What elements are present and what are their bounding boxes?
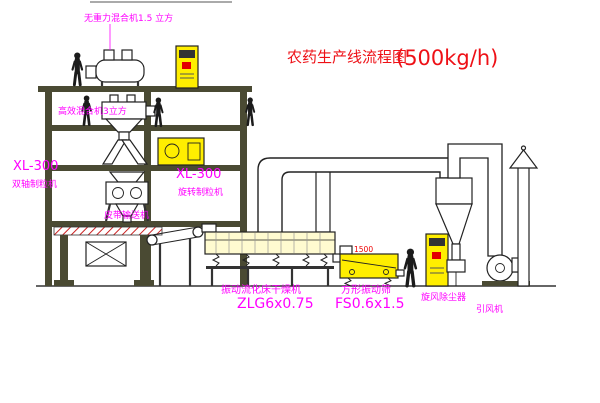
exhaust-duct: [257, 157, 455, 232]
y-chute: [101, 131, 149, 165]
label-granulator-mid-model: XL-300: [176, 167, 221, 182]
worker-figure: [405, 249, 416, 286]
control-cabinet-top: [175, 45, 199, 89]
worker-figure: [73, 53, 82, 85]
double-shaft-granulator: [104, 171, 150, 223]
gravity-free-mixer: [85, 49, 145, 86]
vibrating-screen: [339, 245, 405, 287]
label-granulator-left-model: XL-300: [13, 159, 58, 174]
rotary-granulator: [157, 137, 205, 166]
worker-figure: [246, 97, 254, 124]
control-cabinet-cyclone: [425, 233, 449, 287]
dryer-vent-riser: [315, 169, 331, 233]
fluid-bed-dryer: [201, 223, 342, 286]
label-screen-name: 方形振动筛: [341, 283, 391, 296]
label-granulator-left-name: 双轴制粒机: [12, 178, 57, 190]
label-top-mixer: 无重力混合机1.5 立方: [84, 12, 173, 24]
belt-conveyor: [146, 226, 204, 286]
label-fan: 引风机: [476, 303, 503, 315]
page-title-capacity: (500kg/h): [396, 46, 498, 70]
label-dryer-model: ZLG6x0.75: [237, 296, 314, 312]
label-high-eff-mixer: 高效混合机3立方: [58, 105, 127, 117]
ground-floor-platform: [53, 226, 163, 286]
high-efficiency-mixer: [101, 94, 156, 133]
page-title: 农药生产线流程图: [287, 48, 407, 66]
label-screen-model: FS0.6x1.5: [335, 296, 405, 312]
cyclone-separator: [435, 177, 473, 286]
label-granulator-mid-name: 旋转制粒机: [178, 186, 223, 198]
label-belt-conveyor: 皮带输送机: [104, 209, 149, 221]
cyclone-outlet-pipe: [447, 143, 503, 257]
exhaust-stack: [508, 145, 539, 287]
dryer-springs: [211, 253, 328, 267]
label-dryer-name: 振动流化床干燥机: [221, 283, 301, 296]
label-cyclone: 旋风除尘器: [421, 291, 466, 303]
label-screen-dim: 1500: [354, 245, 373, 254]
